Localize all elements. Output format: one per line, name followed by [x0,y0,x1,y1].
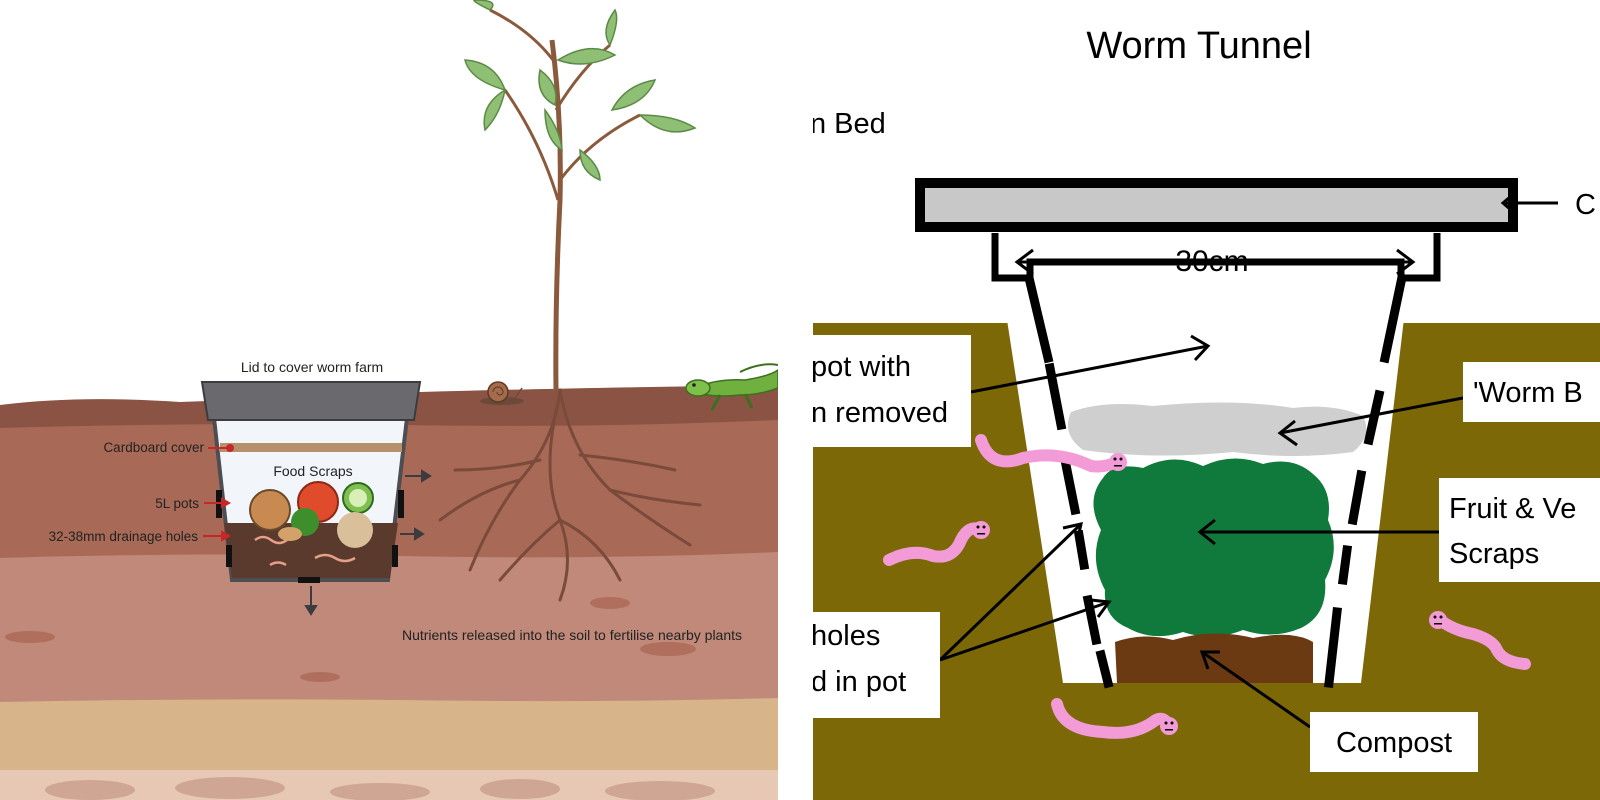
food-scraps-label: Food Scraps [273,463,352,479]
tree-roots [438,388,702,602]
worms [883,434,1531,739]
scraps-label-box [1439,478,1600,582]
holes-label-line2: d in pot [813,666,906,698]
bottom-pebbles [45,777,715,800]
worm-farm-pot [211,412,410,583]
worm-farm-svg: Lid to cover worm farm Cardboard cover F… [0,0,778,800]
bedding-label-box [1463,362,1600,422]
pot-walls [1024,276,1407,689]
worm-tunnel-diagram: 30cm Worm Tunnel n Bed C pot with n remo… [813,0,1600,800]
holes-label-box [813,612,940,718]
diagram-title: Worm Tunnel [1086,25,1311,67]
compost-layer [1115,633,1313,683]
worm-faces [976,457,1443,731]
cardboard-cover [220,443,402,452]
scraps-label-line2: Scraps [1449,538,1539,570]
lid-label: C [1575,189,1596,221]
worm-heads [972,453,1447,735]
holes-label: 32-38mm drainage holes [49,529,199,544]
lid-label: Lid to cover worm farm [241,359,383,375]
label-pointers [203,444,234,542]
cardboard-label: Cardboard cover [103,440,204,455]
tree-leaves [464,0,697,182]
compost-label: Compost [1336,727,1452,759]
snail [480,381,524,405]
worm-tunnel-svg: 30cm Worm Tunnel n Bed C pot with n remo… [813,0,1600,800]
bedding-label: 'Worm B [1473,377,1583,409]
compost-label-box [1310,712,1478,772]
nutrients-label: Nutrients released into the soil to fert… [402,627,742,643]
lizard [685,363,778,411]
tree-trunk [549,39,563,391]
pot-label-box [813,335,971,447]
drain-arrows [304,469,432,616]
width-arrows [1014,248,1416,276]
pot-label-line2: n removed [813,397,948,429]
panel-divider [778,0,813,800]
holes-label-line1: holes [813,620,880,652]
scraps-label-line1: Fruit & Ve [1449,493,1576,525]
soil-pebbles [5,597,696,682]
tunnel-lid [915,178,1518,232]
worm-bedding [1067,402,1367,456]
pot-rim [991,233,1441,282]
worm-farm-illustration: Lid to cover worm farm Cardboard cover F… [0,0,778,800]
pots-label: 5L pots [155,496,199,511]
bed-label: n Bed [813,108,886,140]
pointer-arrows [938,189,1558,729]
pot-label-line1: pot with [813,351,911,383]
fruit-veg-scraps [1093,458,1334,637]
width-label: 30cm [1175,245,1248,278]
pot-lid [200,381,422,421]
